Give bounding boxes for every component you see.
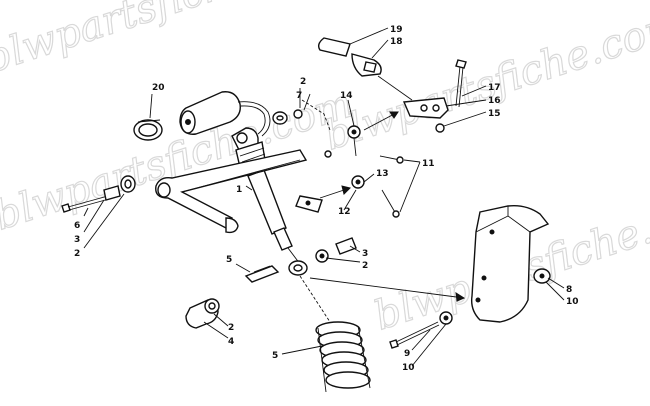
callout-16: 16: [488, 96, 501, 106]
svg-text:blwpartsfiche.com: blwpartsfiche.com: [0, 0, 349, 83]
nut-part-10-lower: [439, 311, 453, 325]
connection-arrow-middle: [319, 185, 351, 199]
callout-2-center: 2: [362, 261, 368, 271]
callout-13: 13: [376, 169, 389, 179]
sleeve-part-3-left: [103, 185, 121, 201]
washer-part-2-top: [272, 111, 288, 125]
spring-part-5: [315, 321, 371, 393]
callout-20: 20: [152, 83, 165, 93]
ball-joint-part-13: [351, 175, 365, 189]
callout-3-left: 3: [74, 235, 80, 245]
callout-18: 18: [390, 37, 403, 47]
callout-14: 14: [340, 91, 353, 101]
hose-clamp-part: [133, 119, 163, 141]
callout-5-label: 5: [272, 351, 278, 361]
bolt-part-9: [389, 321, 440, 349]
callout-10-right: 10: [566, 297, 579, 307]
callout-11: 11: [422, 159, 435, 169]
rod-guide-line: [299, 275, 331, 323]
callout-2-top: 2: [300, 77, 306, 87]
connection-arrow-upper: [363, 111, 399, 131]
reservoir-canister: [179, 91, 271, 137]
callout-labels: 20 1 2 7 6 3 2 5 3 2 2 4 5 5 9 10 8 10 1…: [74, 25, 579, 373]
callout-8-top: 7: [296, 91, 302, 101]
suspension-arm: [155, 149, 308, 234]
sleeve-part-3-center: [335, 237, 357, 255]
callout-3-center: 3: [362, 249, 368, 259]
nut-part-15: [435, 123, 445, 133]
callout-2-left: 2: [74, 249, 80, 259]
bolt-part-17: [455, 59, 467, 108]
bolts-part-11: [324, 150, 404, 218]
callout-4: 4: [228, 337, 234, 347]
callout-17: 17: [488, 83, 501, 93]
callout-15: 15: [488, 109, 501, 119]
tie-rod-end-part-19: [317, 37, 351, 57]
callout-1: 1: [236, 185, 242, 195]
tie-rod-link-line: [377, 75, 413, 101]
callout-2-lower: 2: [228, 323, 234, 333]
connection-arrow-lower: [309, 277, 466, 302]
nut-part-8-top: [293, 109, 303, 119]
clip-part-6: [244, 265, 280, 283]
callout-7: 6: [74, 221, 80, 231]
svg-text:blwpartsfiche.com: blwpartsfiche.com: [319, 0, 650, 159]
leader-lines: [83, 27, 565, 367]
lower-eyelet: [288, 260, 308, 276]
callout-6: 5: [226, 255, 232, 265]
spindle-housing: [470, 204, 550, 323]
top-mount-line: [301, 99, 331, 131]
callout-12: 12: [338, 207, 351, 217]
callout-9: 9: [404, 349, 410, 359]
callout-19: 19: [390, 25, 403, 35]
bushing-part-2-left: [120, 175, 136, 193]
tie-rod-end-part-18: [351, 53, 382, 77]
washer-part-2-center: [315, 249, 329, 263]
callout-8-right: 8: [566, 285, 572, 295]
bolt-part-7: [61, 195, 110, 213]
callout-10-lower: 10: [402, 363, 415, 373]
arm-bracket: [295, 195, 323, 213]
nut-part-8-right: [533, 268, 551, 284]
steering-arm-part-16: [402, 97, 449, 119]
bushing-part-4: [185, 298, 220, 329]
